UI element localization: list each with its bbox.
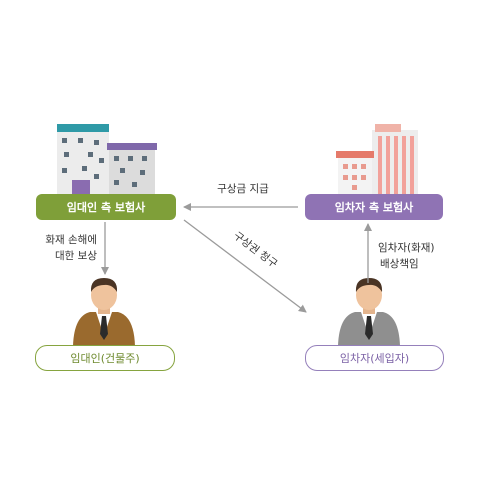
tenant-insurer-box: 임차자 측 보험사 [305,194,443,220]
tenant-liability-label-line1: 임차자(화재) [378,242,435,254]
tenant-person-icon [338,278,400,346]
tenant-liability-label-line2: 배상책임 [380,258,419,270]
landlord-box: 임대인(건물주) [35,345,175,371]
landlord-person-icon [73,278,135,346]
recourse-payment-label: 구상금 지급 [217,183,269,195]
tenant-building-icon [336,124,418,194]
landlord-building-icon [57,124,157,194]
landlord-insurer-box: 임대인 측 보험사 [36,194,176,220]
fire-damage-compensation-label-line1: 화재 손해에 [45,234,97,246]
tenant-box: 임차자(세입자) [305,345,444,371]
fire-damage-compensation-label-line2: 대한 보상 [55,250,97,262]
arrow-recourse-claim [183,219,307,313]
